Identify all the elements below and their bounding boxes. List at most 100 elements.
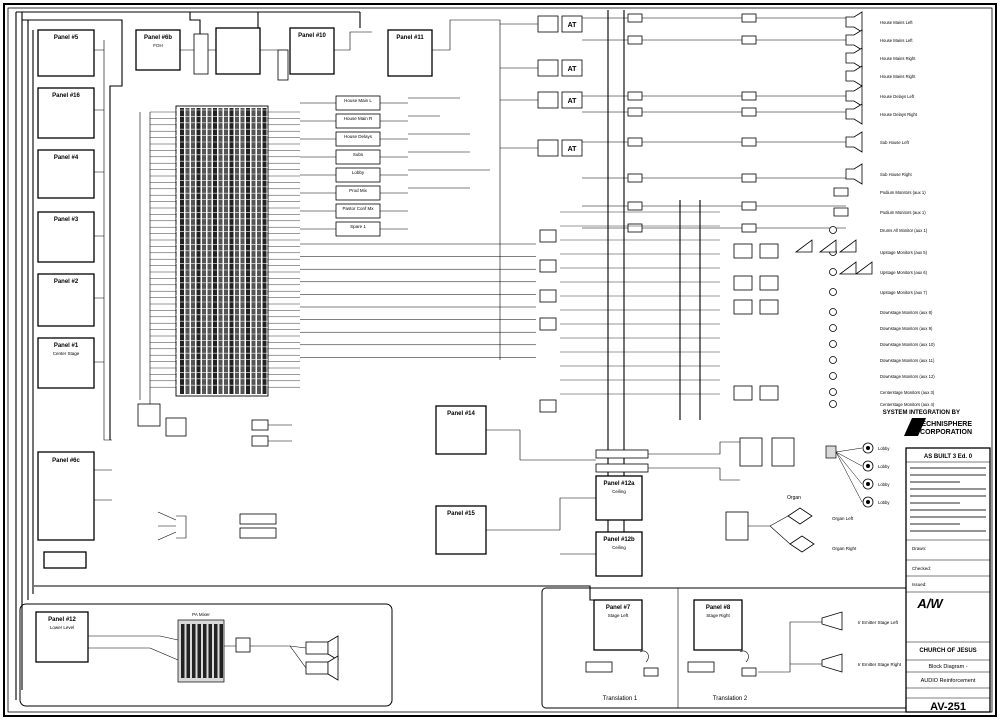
company-line-2: CORPORATION (920, 429, 972, 436)
title-block-notes (910, 467, 986, 532)
lobby-speaker-cone (866, 446, 870, 450)
organ-keyboard (725, 511, 749, 541)
monitor-output-icon (829, 268, 837, 276)
organ-right-label: Organ Right (832, 546, 857, 551)
output-label: House Mains Left (880, 20, 913, 25)
amp-upstage-a (733, 275, 753, 291)
panel-11-title: Panel #11 (396, 35, 424, 41)
ur-module-box (43, 551, 87, 569)
panel-6b-title: Panel #6b (144, 35, 172, 41)
amp-channel-row (560, 13, 846, 395)
ll-strip (192, 624, 196, 678)
podium-monitor-icon (833, 207, 849, 217)
monitor-output-icon (829, 226, 837, 234)
panel-1-title: Panel #1 (54, 343, 79, 349)
at-unit (561, 91, 583, 109)
lower-level-mixer-strips (181, 624, 223, 678)
console-input-lines (150, 111, 300, 388)
panel-3-box (37, 211, 95, 263)
loudspeaker-icon (845, 11, 863, 33)
aux-inputs (157, 511, 187, 541)
lobby-label: Lobby (878, 482, 890, 487)
amp-input (627, 201, 643, 211)
title-block-rules (906, 461, 990, 699)
amp-input (627, 107, 643, 117)
loudspeaker-icon (845, 131, 863, 153)
panel-6c-title: Panel #6c (52, 458, 80, 464)
mix-bus-label: House Delays (344, 134, 373, 139)
panel-1-subtitle: Center Stage (53, 351, 80, 356)
panels-center-lower: Panel #14 Panel #15 Panel #12a Ceiling P… (34, 405, 643, 601)
ll-strip (203, 624, 207, 678)
organ-left-speaker (787, 507, 813, 525)
console-input-trunk (139, 112, 151, 410)
panel-12b-box (595, 531, 643, 577)
eq-small-unit (539, 229, 557, 243)
amp-upstage-b (733, 299, 753, 315)
panel-12b-subtitle: Ceiling (612, 545, 626, 550)
lobby-label: Lobby (878, 446, 890, 451)
organ-wiring (748, 515, 791, 545)
at-unit (561, 139, 583, 157)
translation-2-mixer (687, 661, 715, 673)
output-label: Downstage Monitors (aux 12) (880, 374, 935, 379)
headset-icons (639, 650, 749, 663)
organ-left-label: Organ Left (832, 516, 854, 521)
panel-7-subtitle: Stage Left (608, 613, 629, 618)
amp-input (627, 13, 643, 23)
panel-14-box (435, 405, 487, 455)
technisphere-logo (904, 418, 926, 436)
eq-drum-monitor (759, 243, 779, 259)
output-label: Downstage Monitors (aux 8) (880, 310, 933, 315)
mix-bus-label: House Main L (344, 98, 372, 103)
eq-upstage-b (759, 299, 779, 315)
panel-3-title: Panel #3 (54, 217, 79, 223)
output-label: House Mains Right (880, 56, 916, 61)
output-label: Podium Monitors (aux 1) (880, 190, 926, 195)
issued-field: Issued: (912, 582, 927, 587)
lobby-wiring (648, 441, 740, 481)
output-label: Drums All Monitor (aux 1) (880, 228, 928, 233)
rev-unit-2 (251, 435, 269, 447)
translation-section: Panel #7 Stage Left Panel #8 Stage Right… (541, 587, 911, 709)
trunk-cables (15, 12, 34, 700)
rev-wiring (268, 424, 292, 442)
organ-label: Organ (787, 495, 801, 501)
translation-1-tx (643, 667, 659, 677)
podium-monitor-icon (833, 187, 849, 197)
output-label: Downstage Monitors (aux 9) (880, 326, 933, 331)
console-di-box (137, 403, 161, 427)
console-di-box-2 (165, 417, 187, 437)
output-label: House Mains Right (880, 74, 916, 79)
loudspeaker-icon (845, 47, 863, 69)
lobby-line (835, 451, 863, 485)
bus-to-processor-wiring (408, 97, 490, 189)
firm-logo: A/W (916, 596, 944, 611)
at-unit-label: AT (568, 22, 578, 29)
eq-unit (537, 59, 559, 77)
as-built-label: AS BUILT 3 Ed. 0 (924, 454, 973, 460)
panel-12-subtitle: Lower Level (50, 625, 74, 630)
lobby-volume-control (825, 445, 837, 459)
amp-input (627, 91, 643, 101)
output-label: Upstage Monitors (aux 5) (880, 250, 928, 255)
monitor-wedge-group-2 (838, 261, 873, 275)
lower-level-horn-right (327, 655, 339, 681)
top-panel-wiring (180, 19, 501, 360)
output-label: Downstage Monitors (aux 11) (880, 358, 935, 363)
panel-8-subtitle: Stage Right (706, 613, 730, 618)
panel-15-box (435, 505, 487, 555)
ll-strip (219, 624, 223, 678)
lobby-line (835, 451, 863, 467)
title-block: SYSTEM INTEGRATION BY TECHNISPHERE CORPO… (883, 410, 991, 713)
panel-4-box (37, 149, 95, 199)
panel-10-title: Panel #10 (298, 33, 326, 39)
amp-center-a (733, 385, 753, 401)
panel-11-box (387, 29, 433, 77)
mix-bus-label: Lobby (352, 170, 365, 175)
output-label: Sub House Left (880, 140, 910, 145)
eq-unit (537, 139, 559, 157)
output-label: Upstage Monitors (aux 6) (880, 270, 928, 275)
mix-bus-label: Pastor Conf Mx (342, 206, 374, 211)
